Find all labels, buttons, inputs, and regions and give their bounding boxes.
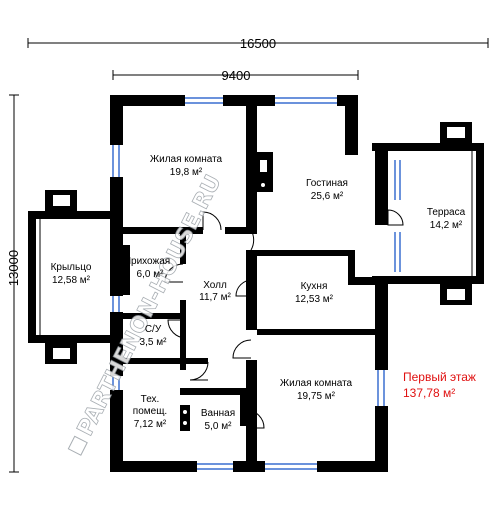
window-right-bedroom [375,370,388,406]
window-left-tech [110,376,123,390]
windows [110,95,402,472]
door-hall-to-corridor [164,263,184,283]
room-tech-name-2: помещ. [133,406,167,417]
porch [28,190,113,364]
room-tech: Тех. помещ. 7,12 м² [133,394,167,430]
room-porch: Крыльцо 12,58 м² [51,262,92,286]
floor-title: Первый этаж [403,370,476,384]
room-bedroom-top-area: 19,8 м² [170,167,203,178]
window-bottom-right [265,461,317,472]
room-hall-name: Прихожая [124,256,170,267]
room-kitchen-name: Кухня [301,281,328,292]
door-bedroom-bottom [232,339,252,359]
dimension-height: 13000 [6,94,21,473]
window-top-right [275,95,337,106]
window-living-right-upper [393,160,402,200]
watermark-logo-icon [67,435,88,456]
room-kitchen: Кухня 12,53 м² [295,281,334,305]
room-terrace: Терраса 14,2 м² [427,207,466,231]
door-hall-to-bedroom [202,211,222,231]
fireplace [257,152,273,192]
room-porch-area: 12,58 м² [52,275,91,286]
door-terrace [387,209,404,226]
room-kitchen-area: 12,53 м² [295,294,334,305]
window-left-hall [110,296,123,312]
room-wc-area: 3,5 м² [140,337,168,348]
door-corridor-to-kitchen [235,279,253,297]
room-tech-name: Тех. [141,394,160,405]
room-hall-area: 6,0 м² [137,269,165,280]
terrace [372,122,484,305]
window-left-bedroom [110,145,123,177]
room-bath-name: Ванная [201,408,235,419]
window-top-left [185,95,223,106]
door-corridor-to-living [250,229,255,251]
floor-caption: Первый этаж 137,78 м² [403,370,476,400]
room-bedroom-top-name: Жилая комната [150,154,223,165]
room-corridor: Холл 11,7 м² [199,280,231,303]
dimension-total-width-label: 16500 [240,36,276,51]
room-bath-area: 5,0 м² [205,421,233,432]
door-tech [189,361,209,381]
window-bottom-left [197,461,233,472]
room-corridor-area: 11,7 м² [199,292,231,303]
door-entrance [112,281,128,297]
door-bath [245,409,265,429]
room-wc-name: С/У [145,324,162,335]
room-bedroom-bottom: Жилая комната 19,75 м² [280,378,353,402]
room-terrace-area: 14,2 м² [430,220,463,231]
dimension-house-width: 9400 [112,68,359,83]
room-living-name: Гостиная [306,178,348,189]
dimension-house-width-label: 9400 [222,68,251,83]
door-wc [167,319,187,339]
room-living-area: 25,6 м² [311,191,344,202]
room-bath: Ванная 5,0 м² [201,408,235,432]
room-wc: С/У 3,5 м² [140,324,168,348]
room-porch-name: Крыльцо [51,262,92,273]
room-bedroom-top: Жилая комната 19,8 м² [150,154,223,178]
room-terrace-name: Терраса [427,207,466,218]
bathroom-fixtures [180,405,190,431]
room-corridor-name: Холл [203,280,227,291]
window-living-right-lower [393,232,402,272]
room-tech-area: 7,12 м² [134,419,167,430]
room-hall: Прихожая 6,0 м² [124,256,170,280]
room-bedroom-bottom-area: 19,75 м² [297,391,336,402]
dimension-total-width: 16500 [27,36,489,51]
dimension-height-label: 13000 [6,250,21,286]
room-living: Гостиная 25,6 м² [306,178,348,202]
doors [112,209,404,429]
floor-total-area: 137,78 м² [403,386,455,400]
room-bedroom-bottom-name: Жилая комната [280,378,353,389]
